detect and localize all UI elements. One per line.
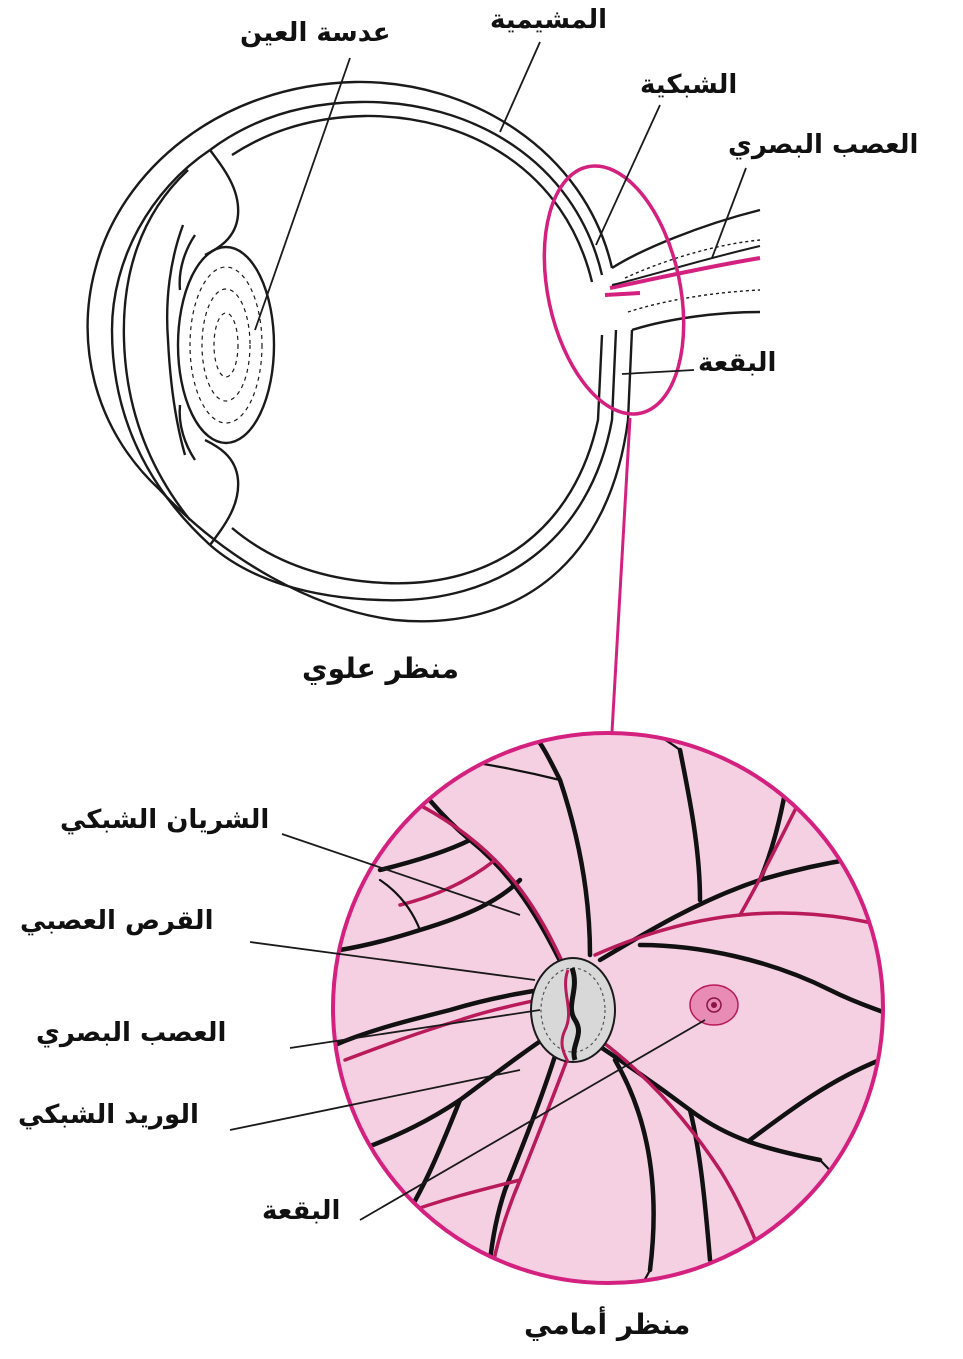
label-retinal-vein: الوريد الشبكي (18, 1100, 199, 1130)
label-optic-nerve-front: العصب البصري (36, 1018, 226, 1048)
retina-layer (232, 116, 592, 282)
magnifier-connector (612, 418, 630, 732)
optic-disc (531, 958, 615, 1062)
label-retinal-artery: الشريان الشبكي (60, 805, 269, 835)
caption-top-view: منظر علوي (302, 652, 459, 685)
cornea (112, 150, 210, 545)
label-choroid: المشيمية (490, 5, 607, 35)
label-retina: الشبكية (640, 70, 737, 100)
macula (690, 985, 738, 1025)
label-optic-disc: القرص العصبي (20, 906, 213, 936)
optic-nerve-sheath (612, 210, 760, 268)
label-lens: عدسة العين (240, 18, 391, 48)
eyeball-section (88, 82, 760, 621)
eye-lens (178, 247, 274, 443)
caption-front-view: منظر أمامي (524, 1308, 690, 1341)
label-macula: البقعة (698, 348, 776, 378)
label-macula-front: البقعة (262, 1196, 340, 1226)
label-optic-nerve: العصب البصري (728, 130, 918, 160)
